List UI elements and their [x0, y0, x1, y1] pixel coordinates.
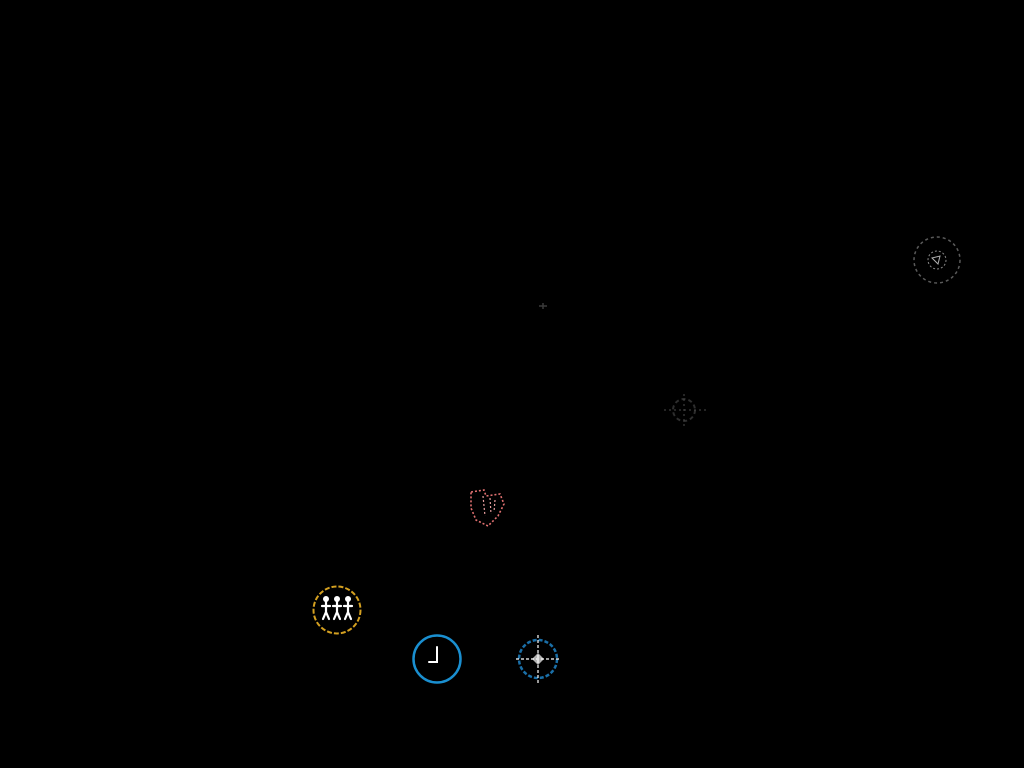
pink-shield-token[interactable] [466, 486, 508, 530]
grey-ring-token[interactable] [911, 234, 963, 286]
faint-dot-token[interactable] [536, 300, 550, 312]
crosshair-token[interactable] [658, 390, 714, 430]
target-token[interactable] [512, 633, 564, 685]
target-crosshair-icon [516, 635, 560, 683]
pink-shield-icon [470, 489, 505, 527]
clock-token[interactable] [411, 633, 463, 685]
clock-icon [412, 634, 462, 684]
group-token[interactable] [311, 584, 363, 636]
three-figures-icon [312, 585, 362, 635]
faint-dot-icon [539, 303, 547, 309]
faint-crosshair-icon [664, 394, 706, 426]
dashed-grey-ring-icon [913, 236, 961, 284]
